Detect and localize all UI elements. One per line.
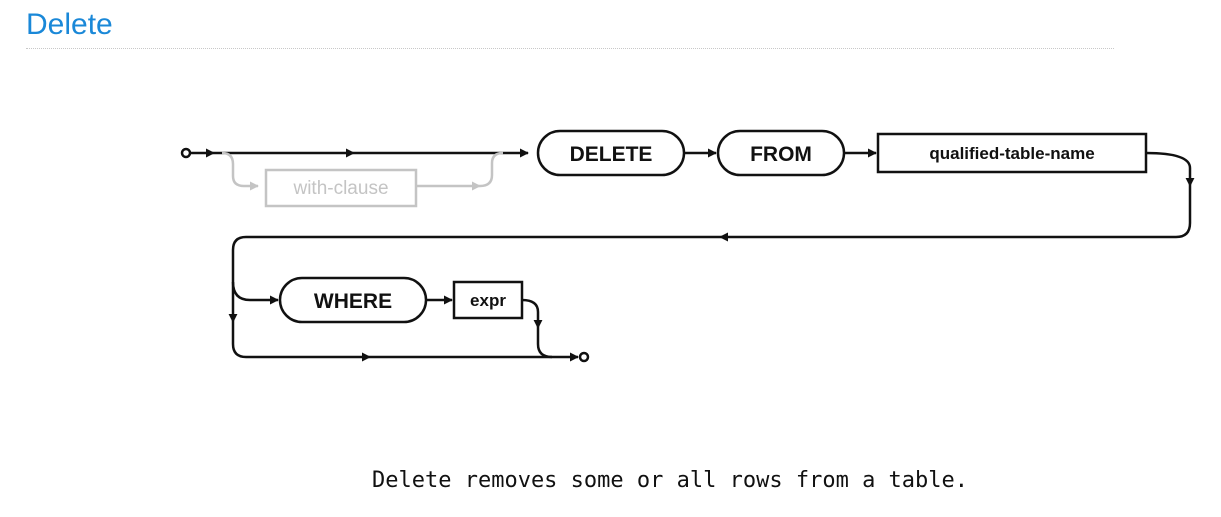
expr-label: expr (470, 291, 506, 310)
page-title: Delete (26, 8, 113, 41)
with-clause-box: with-clause (264, 168, 418, 208)
end-terminal (578, 351, 590, 363)
expr-box: expr (452, 280, 524, 320)
description-text: Delete removes some or all rows from a t… (372, 468, 969, 493)
where-keyword: WHERE (278, 276, 428, 324)
optional-with-branch (221, 151, 504, 191)
where-label: WHERE (314, 290, 392, 313)
qualified-table-name-box: qualified-table-name (876, 132, 1148, 174)
start-terminal (180, 147, 192, 159)
qualified-table-name-label: qualified-table-name (929, 144, 1094, 163)
delete-keyword: DELETE (536, 129, 686, 177)
from-label: FROM (750, 143, 812, 166)
title-divider (26, 48, 1114, 49)
from-keyword: FROM (716, 129, 846, 177)
delete-label: DELETE (570, 143, 653, 166)
where-branch (231, 281, 553, 359)
with-clause-label: with-clause (292, 178, 388, 199)
